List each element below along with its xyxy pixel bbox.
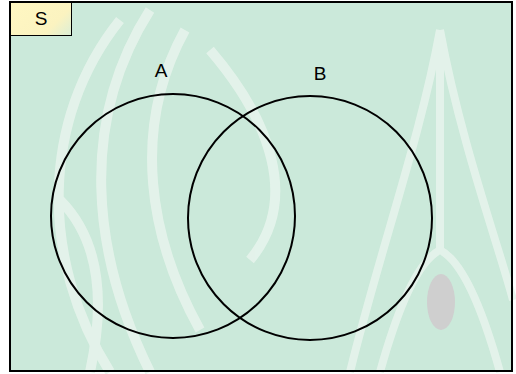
set-label: B [197,63,443,86]
universe-rectangle: S AB [9,1,513,372]
circle-outline [187,95,433,341]
circle-shape [51,94,295,338]
set-circle: A [50,93,296,339]
universe-fill [9,1,513,372]
circle-shape [188,96,432,340]
set-label: A [38,60,284,83]
universe-label-box: S [11,3,72,36]
watermark-dot [427,274,455,330]
set-label: S [35,8,48,31]
set-circle: B [187,95,433,341]
circle-outline [50,93,296,339]
